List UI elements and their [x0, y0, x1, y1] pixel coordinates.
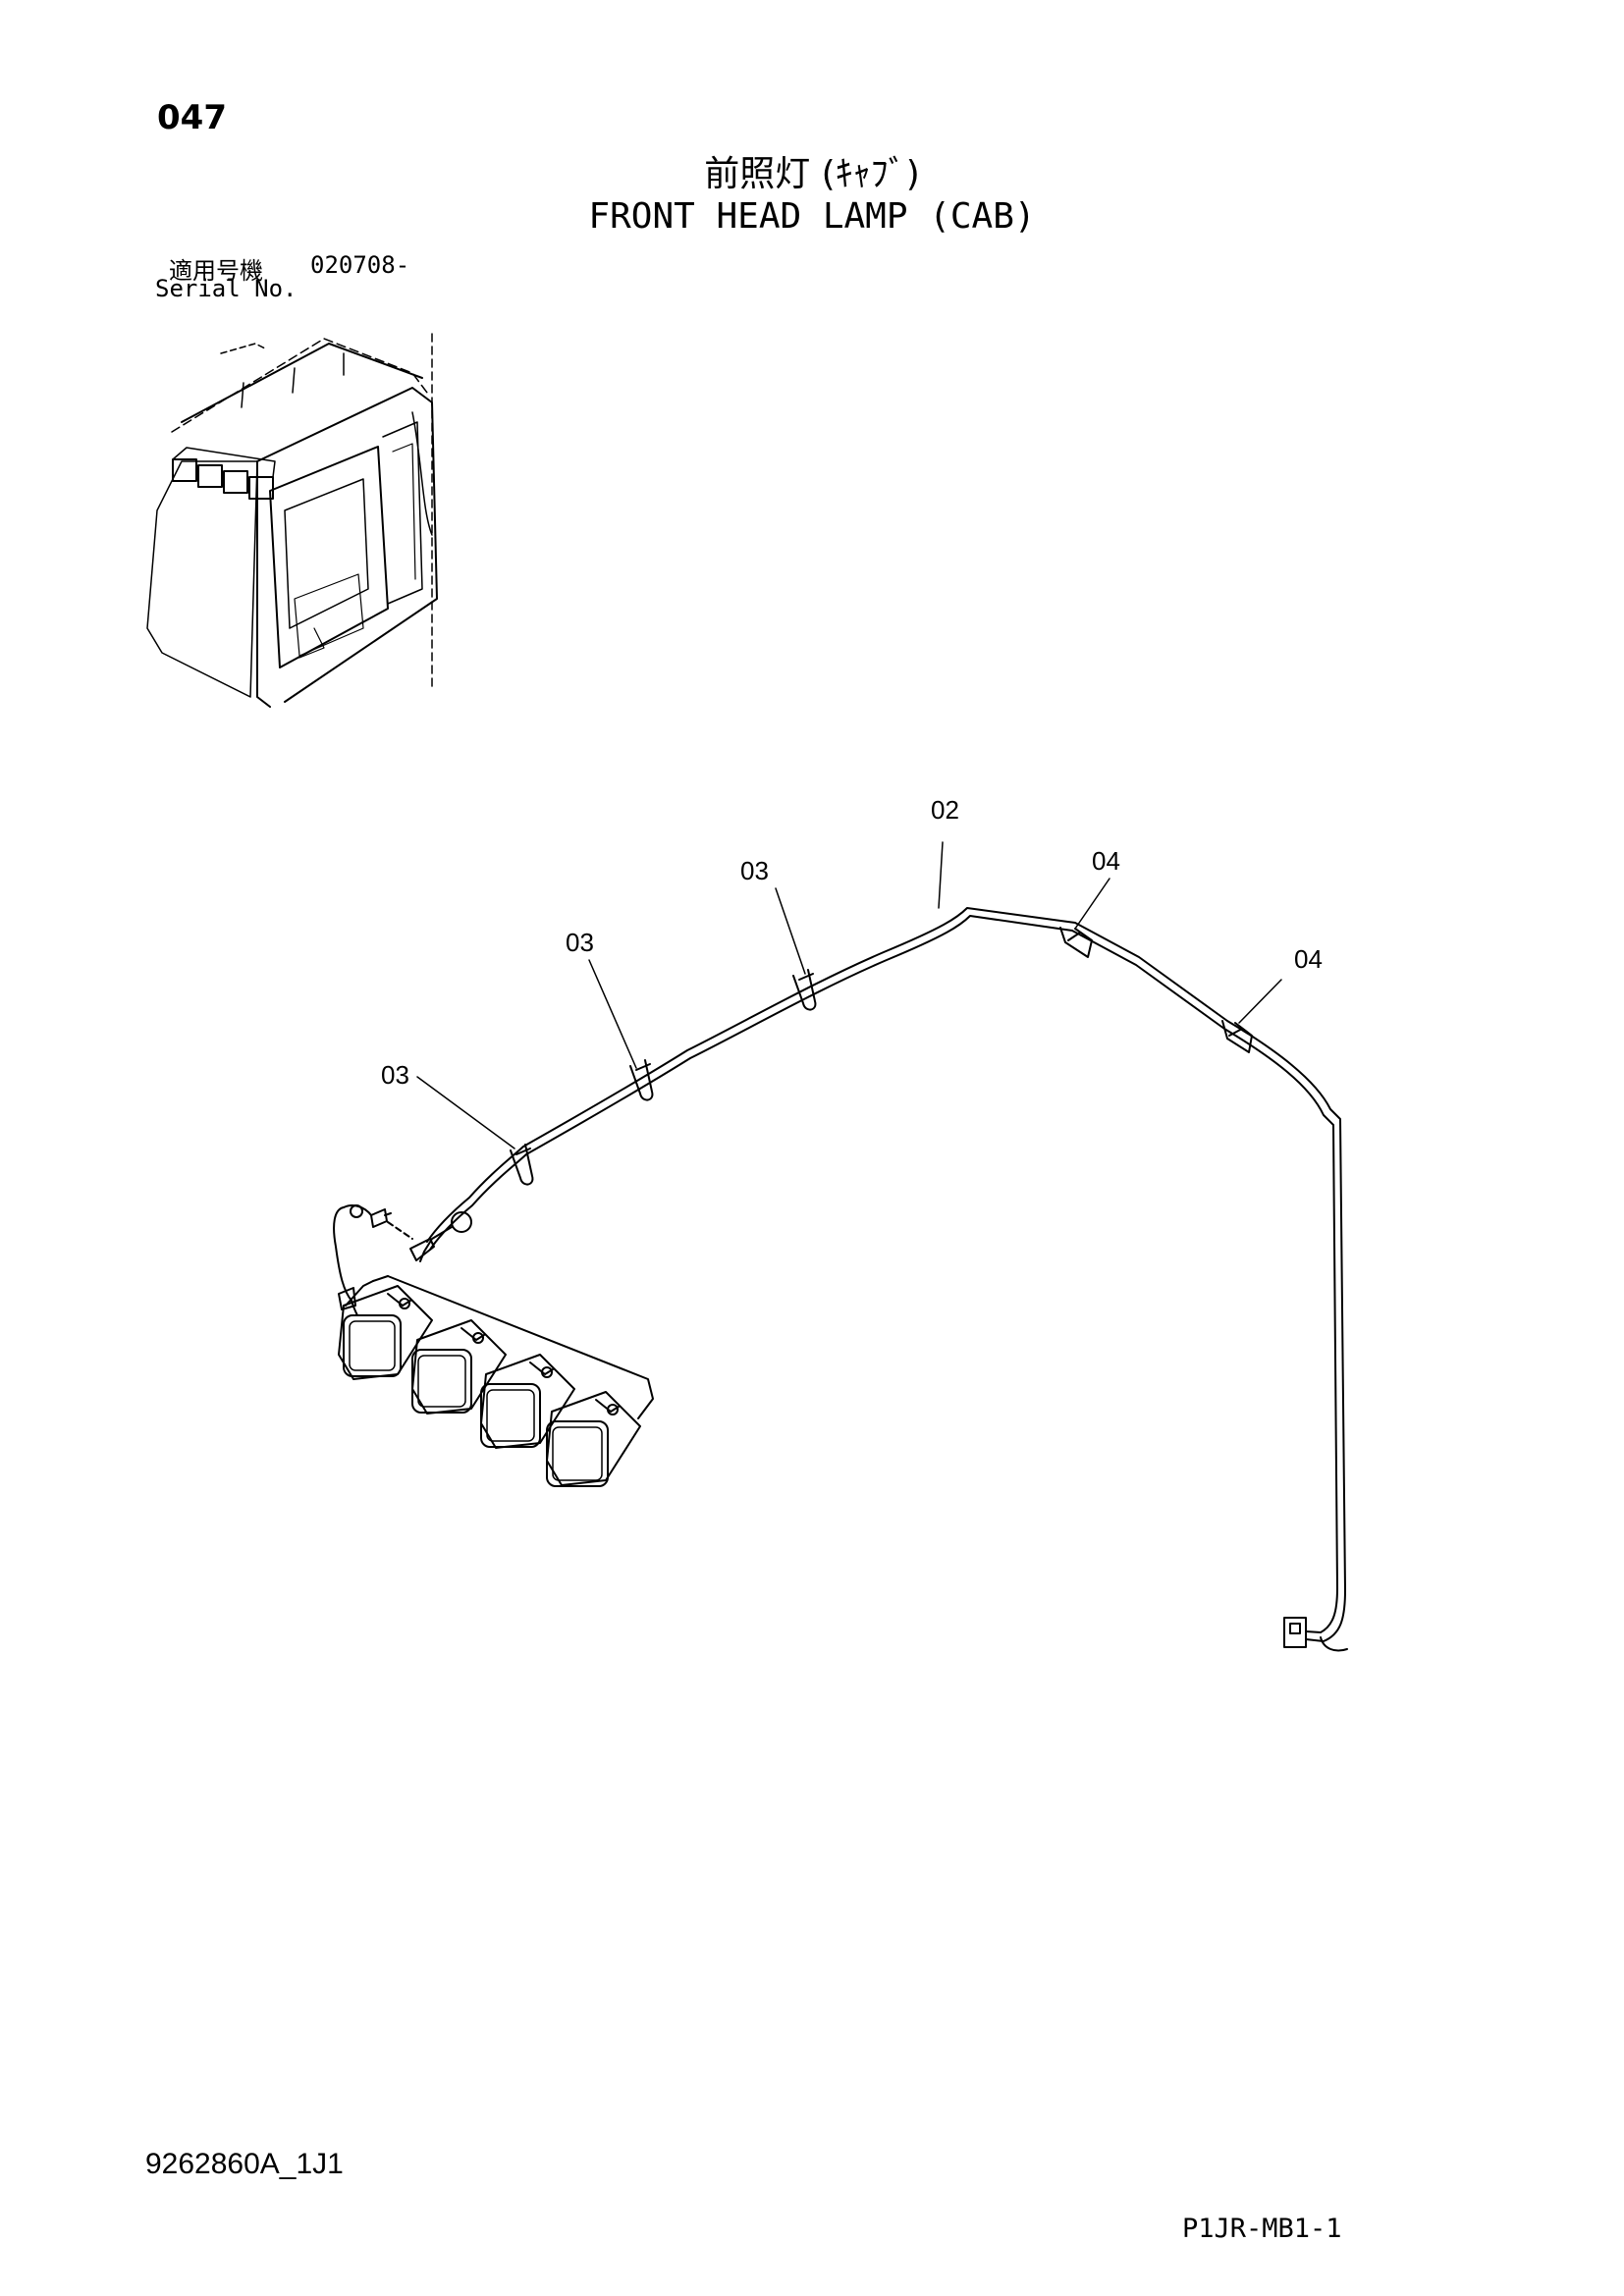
callout-04: 04	[1092, 846, 1120, 876]
callout-03: 03	[740, 856, 769, 885]
page-number: 047	[157, 98, 227, 137]
cab-overview-illustration	[146, 333, 438, 708]
clamp-04-a	[1059, 927, 1093, 958]
callout-02: 02	[931, 795, 959, 825]
clip-03-b	[629, 1059, 654, 1101]
serial-value: 020708-	[310, 251, 410, 279]
callout-03: 03	[566, 928, 594, 957]
callout-03: 03	[381, 1060, 409, 1090]
title-japanese: 前照灯 (ｷｬﾌﾞ)	[704, 154, 920, 194]
document-code: 9262860A_1J1	[145, 2148, 344, 2180]
clip-03-c	[792, 969, 817, 1011]
title-english: FRONT HEAD LAMP (CAB)	[588, 196, 1036, 237]
serial-label-japanese: 適用号機	[169, 257, 263, 285]
serial-label-english: Serial No.	[155, 275, 298, 302]
leader-lines	[416, 841, 1282, 1149]
callout-04: 04	[1294, 944, 1323, 974]
head-lamp-assembly	[338, 1275, 654, 1487]
wire-harness	[333, 907, 1348, 1652]
clip-03-a	[510, 1144, 534, 1186]
sheet-code: P1JR-MB1-1	[1182, 2214, 1342, 2244]
clamp-04-b	[1221, 1020, 1253, 1053]
